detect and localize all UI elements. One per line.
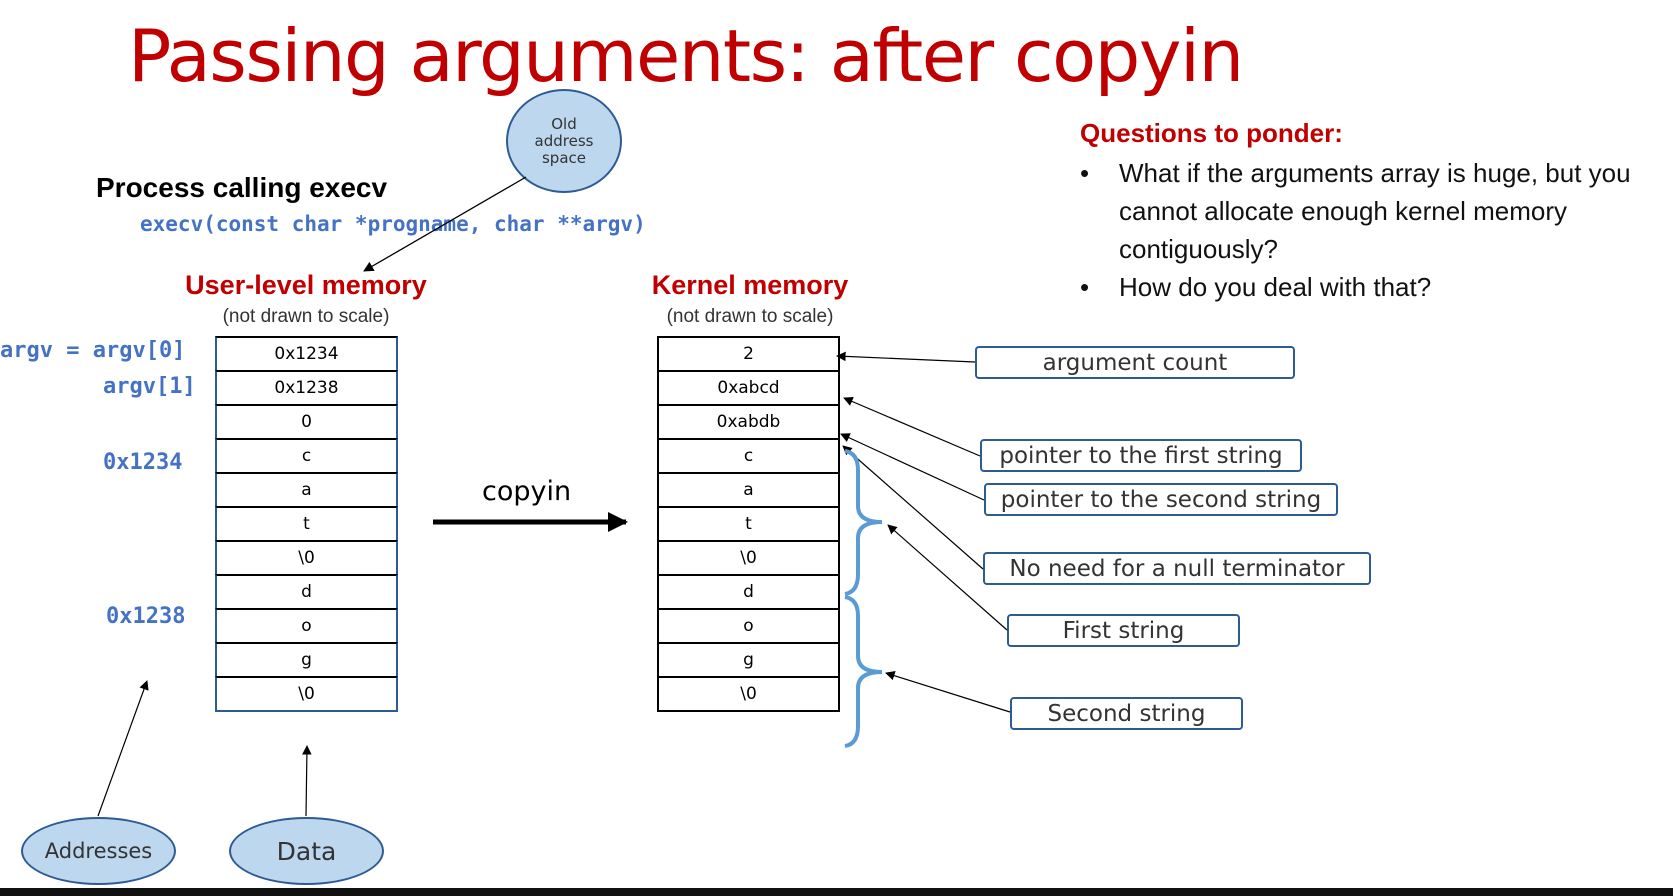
user-cell: \0 (215, 676, 398, 712)
user-memory-note: (not drawn to scale) (222, 306, 390, 327)
process-label: Process calling execv (96, 172, 388, 203)
pointer-second-string-box: pointer to the second string (984, 483, 1338, 516)
question-text: How do you deal with that? (1119, 272, 1432, 302)
user-cell: \0 (215, 540, 398, 576)
kernel-cell: c (657, 438, 840, 474)
pointer-second-arrow (840, 433, 985, 501)
user-cell: g (215, 642, 398, 678)
first-string-brace (844, 449, 883, 596)
no-null-terminator-text: No need for a null terminator (1009, 555, 1345, 582)
bullet-icon: • (1080, 272, 1090, 302)
kernel-cell: 0xabdb (657, 404, 840, 440)
data-label: Data (276, 836, 337, 866)
user-cell: 0x1234 (215, 336, 398, 372)
questions-title: Questions to ponder: (1080, 118, 1343, 148)
second-string-brace (844, 595, 883, 748)
kernel-cell: \0 (657, 540, 840, 576)
user-cell: o (215, 608, 398, 644)
second-string-box: Second string (1010, 697, 1243, 730)
kernel-memory-title: Kernel memory (651, 270, 849, 300)
old-address-space-ellipse: Old address space (506, 89, 622, 193)
kernel-cell: o (657, 608, 840, 644)
copyin-label: copyin (482, 476, 572, 507)
question-item: • How do you deal with that? (1080, 268, 1660, 306)
question-item: • What if the arguments array is huge, b… (1080, 154, 1660, 268)
user-cell: 0 (215, 404, 398, 440)
argv0-label: argv = argv[0] (0, 338, 186, 363)
user-memory-column: 0x1234 0x1238 0 c a t \0 d o g \0 (215, 336, 398, 712)
user-cell: 0x1238 (215, 370, 398, 406)
data-arrow (302, 745, 312, 817)
second-string-arrow (885, 671, 1011, 713)
kernel-cell: g (657, 642, 840, 678)
argument-count-box: argument count (975, 346, 1295, 379)
pointer-first-arrow (843, 396, 981, 457)
pointer-first-string-text: pointer to the first string (999, 442, 1283, 469)
argument-count-arrow (836, 351, 976, 363)
kernel-cell: \0 (657, 676, 840, 712)
bottom-bar (0, 888, 1673, 896)
address-0x1234-label: 0x1234 (103, 450, 183, 475)
user-cell: c (215, 438, 398, 474)
questions-list: • What if the arguments array is huge, b… (1080, 154, 1660, 306)
first-string-box: First string (1007, 614, 1240, 647)
addresses-ellipse: Addresses (21, 817, 176, 885)
bullet-icon: • (1080, 158, 1090, 188)
argv1-label: argv[1] (103, 374, 196, 399)
addresses-label: Addresses (44, 839, 153, 863)
kernel-memory-column: 2 0xabcd 0xabdb c a t \0 d o g \0 (657, 336, 840, 712)
user-cell: a (215, 472, 398, 508)
first-string-text: First string (1062, 617, 1185, 644)
no-null-terminator-box: No need for a null terminator (983, 552, 1371, 585)
kernel-cell: t (657, 506, 840, 542)
second-string-text: Second string (1047, 700, 1206, 727)
user-cell: t (215, 506, 398, 542)
slide-title: Passing arguments: after copyin (128, 14, 1244, 98)
no-null-arrow (842, 445, 984, 570)
execv-signature: execv(const char *progname, char **argv) (140, 212, 646, 236)
address-0x1238-label: 0x1238 (106, 604, 186, 629)
user-memory-title: User-level memory (185, 270, 427, 300)
argument-count-text: argument count (1042, 349, 1228, 376)
kernel-memory-note: (not drawn to scale) (666, 306, 834, 327)
kernel-cell: a (657, 472, 840, 508)
data-ellipse: Data (229, 817, 384, 885)
kernel-cell: 0xabcd (657, 370, 840, 406)
pointer-second-string-text: pointer to the second string (1000, 486, 1322, 513)
question-text: What if the arguments array is huge, but… (1119, 158, 1631, 264)
old-address-space-label: Old address space (534, 114, 594, 167)
user-cell: d (215, 574, 398, 610)
addresses-arrow (97, 680, 149, 817)
pointer-first-string-box: pointer to the first string (980, 439, 1302, 472)
kernel-cell: 2 (657, 336, 840, 372)
kernel-cell: d (657, 574, 840, 610)
